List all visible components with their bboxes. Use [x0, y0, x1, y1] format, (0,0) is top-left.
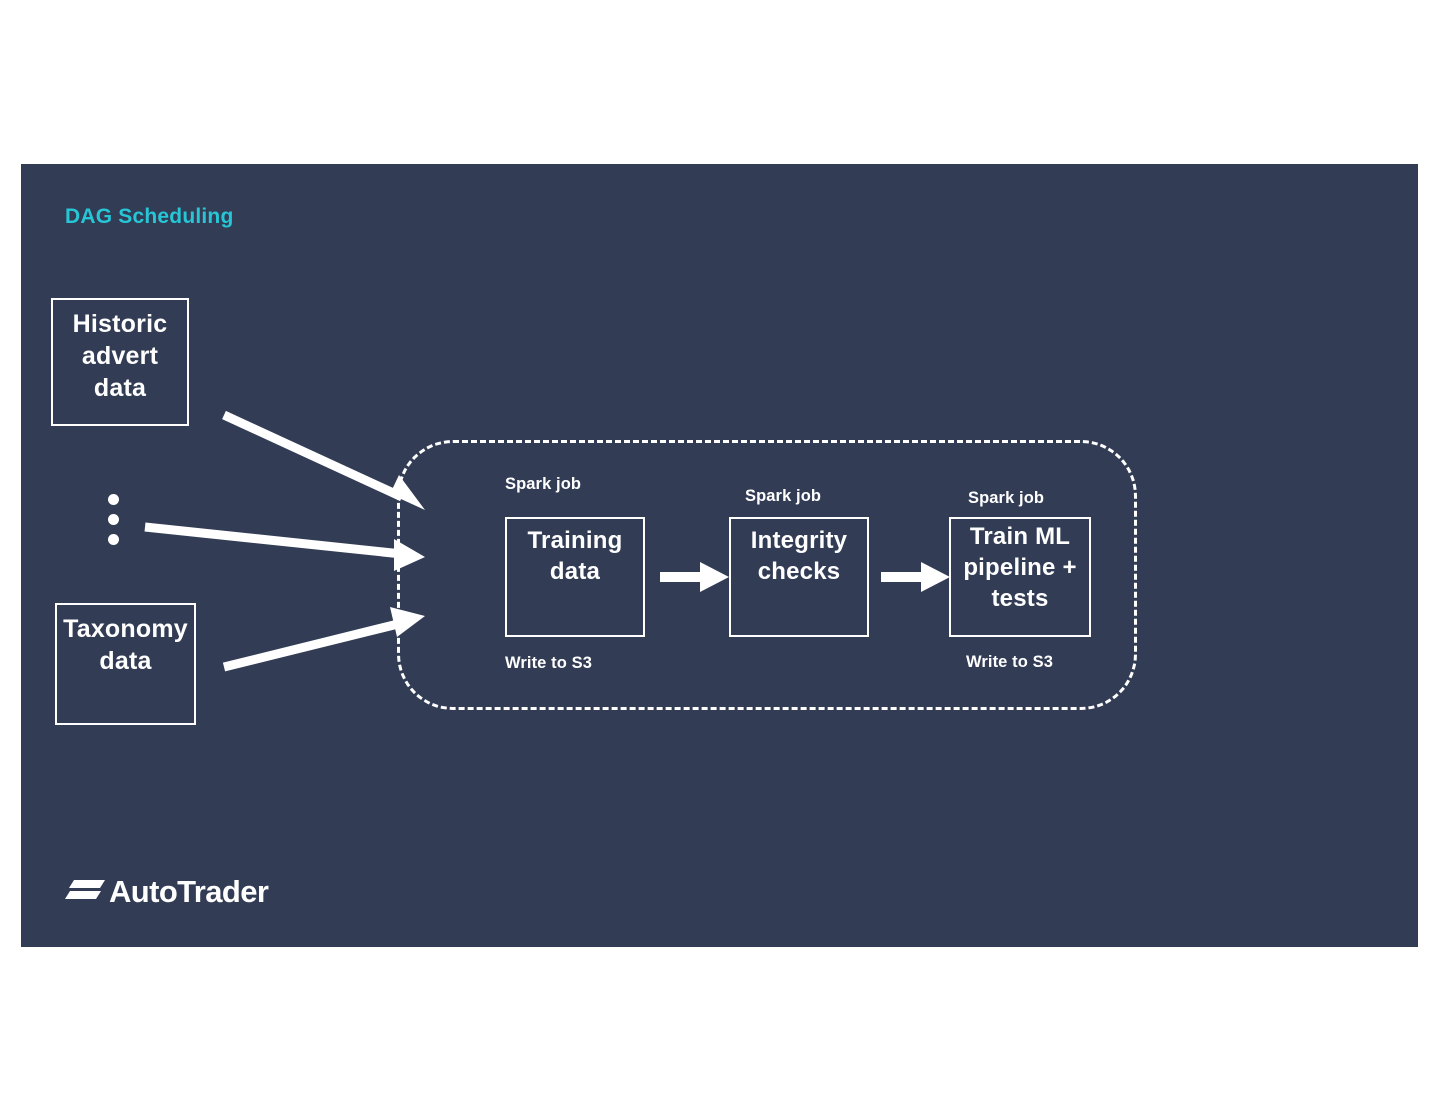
vertical-ellipsis-icon [108, 494, 122, 546]
stage-2-box-integrity-checks: Integrity checks [729, 517, 869, 637]
inbound-arrow-3 [222, 607, 425, 672]
autotrader-logo: AutoTrader [65, 871, 269, 911]
inbound-arrow-2 [144, 522, 425, 571]
dag-container-boundary [397, 440, 1137, 710]
autotrader-stripes-icon [65, 880, 105, 899]
autotrader-logo-text: AutoTrader [109, 873, 269, 909]
source-box-taxonomy-data: Taxonomy data [55, 603, 196, 725]
ellipsis-dot [108, 494, 119, 505]
stage-1-box-training-data: Training data [505, 517, 645, 637]
source-box-historic-advert-data: Historic advert data [51, 298, 189, 426]
stage-2-caption-top: Spark job [745, 487, 822, 505]
page-title: DAG Scheduling [65, 205, 234, 228]
presentation-slide: DAG Scheduling Historic advert data Taxo… [21, 164, 1418, 947]
stage-1-caption-bottom: Write to S3 [505, 654, 592, 672]
stage-1-caption-top: Spark job [505, 475, 582, 493]
ellipsis-dot [108, 534, 119, 545]
ellipsis-dot [108, 514, 119, 525]
stage-3-caption-top: Spark job [968, 489, 1045, 507]
stage-3-caption-bottom: Write to S3 [966, 653, 1053, 671]
inbound-arrow-1 [222, 410, 425, 510]
stage-3-box-train-ml-pipeline-tests: Train ML pipeline + tests [949, 517, 1091, 637]
